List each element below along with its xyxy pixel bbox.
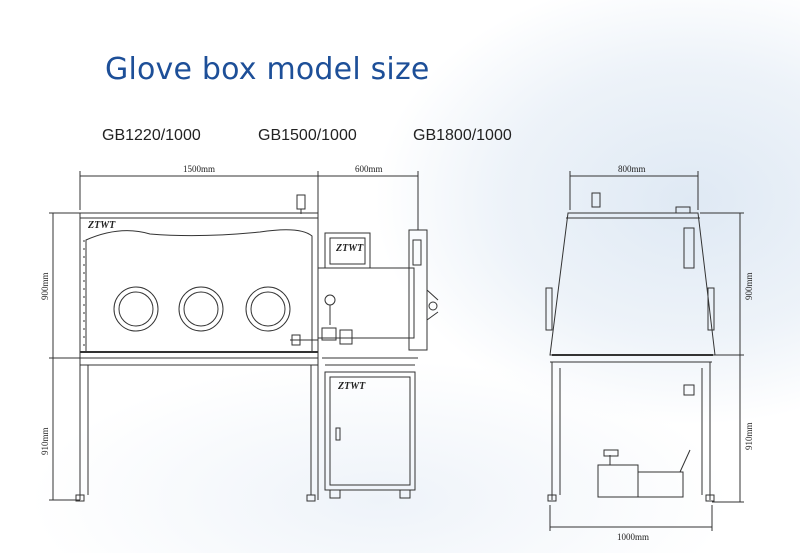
- side-dim-base-width: 1000mm: [617, 532, 649, 542]
- side-dim-box-height: 900mm: [744, 272, 754, 300]
- page-title: Glove box model size: [105, 52, 430, 87]
- model-label-1: GB1220/1000: [102, 127, 201, 144]
- dim-side-width: 600mm: [355, 164, 383, 174]
- dim-box-height: 900mm: [40, 272, 50, 300]
- side-dim-top-width: 800mm: [618, 164, 646, 174]
- front-view: [49, 171, 439, 502]
- brand-label-front: ZTWT: [87, 220, 116, 231]
- dim-stand-height: 910mm: [40, 427, 50, 455]
- side-dim-stand-height: 910mm: [744, 422, 754, 450]
- model-label-3: GB1800/1000: [413, 127, 512, 144]
- brand-label-panel: ZTWT: [335, 243, 364, 254]
- model-label-2: GB1500/1000: [258, 127, 357, 144]
- dim-main-width: 1500mm: [183, 164, 215, 174]
- brand-label-cabinet: ZTWT: [337, 381, 366, 392]
- side-view: [545, 171, 744, 531]
